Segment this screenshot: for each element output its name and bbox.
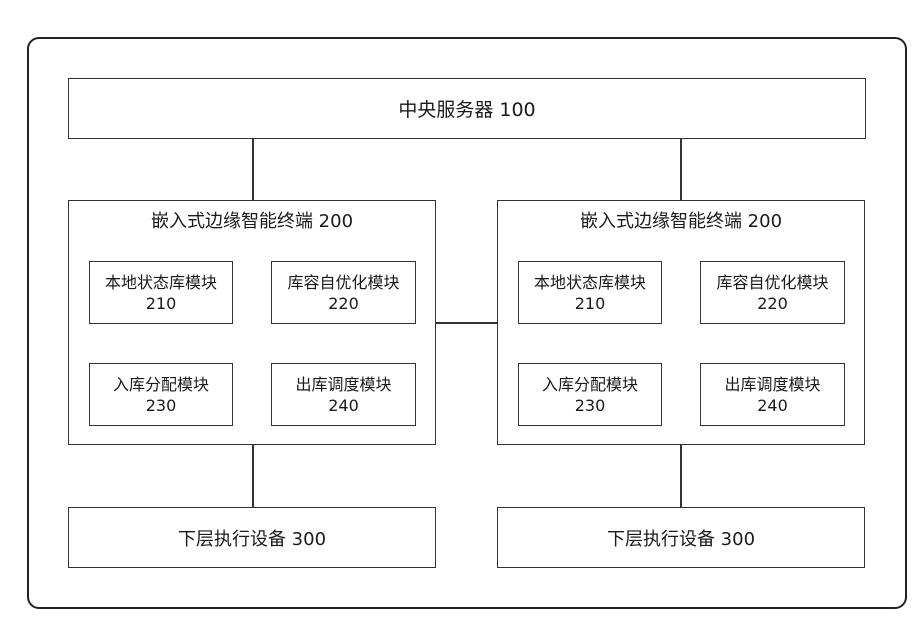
central-server-label: 中央服务器 100 xyxy=(398,95,535,122)
module-capacity-opt-left: 库容自优化模块 220 xyxy=(271,261,416,324)
connector-terminal-device-right xyxy=(680,444,682,508)
module-name: 入库分配模块 xyxy=(113,374,209,395)
module-code: 240 xyxy=(757,395,788,416)
module-name: 入库分配模块 xyxy=(542,374,638,395)
module-name: 出库调度模块 xyxy=(724,374,820,395)
module-outbound-sched-left: 出库调度模块 240 xyxy=(271,363,416,426)
execution-device-right: 下层执行设备 300 xyxy=(497,507,865,568)
module-name: 本地状态库模块 xyxy=(534,272,646,293)
module-code: 210 xyxy=(146,293,177,314)
module-code: 220 xyxy=(757,293,788,314)
module-name: 出库调度模块 xyxy=(295,374,391,395)
module-code: 210 xyxy=(575,293,606,314)
edge-terminal-left-title: 嵌入式边缘智能终端 200 xyxy=(69,207,435,233)
execution-device-right-label: 下层执行设备 300 xyxy=(607,525,755,551)
module-inbound-alloc-left: 入库分配模块 230 xyxy=(89,363,233,426)
module-inbound-alloc-right: 入库分配模块 230 xyxy=(518,363,662,426)
module-code: 240 xyxy=(328,395,359,416)
edge-terminal-left: 嵌入式边缘智能终端 200 本地状态库模块 210 库容自优化模块 220 入库… xyxy=(68,200,436,445)
execution-device-left-label: 下层执行设备 300 xyxy=(178,525,326,551)
edge-terminal-right: 嵌入式边缘智能终端 200 本地状态库模块 210 库容自优化模块 220 入库… xyxy=(497,200,865,445)
module-name: 库容自优化模块 xyxy=(287,272,399,293)
connector-server-terminal-right xyxy=(680,139,682,201)
module-local-state-left: 本地状态库模块 210 xyxy=(89,261,233,324)
connector-server-terminal-left xyxy=(252,139,254,201)
module-local-state-right: 本地状态库模块 210 xyxy=(518,261,662,324)
module-code: 230 xyxy=(146,395,177,416)
connector-terminal-terminal xyxy=(435,322,498,324)
central-server-box: 中央服务器 100 xyxy=(68,78,866,139)
module-outbound-sched-right: 出库调度模块 240 xyxy=(700,363,845,426)
module-code: 220 xyxy=(328,293,359,314)
edge-terminal-right-title: 嵌入式边缘智能终端 200 xyxy=(498,207,864,233)
module-name: 本地状态库模块 xyxy=(105,272,217,293)
module-code: 230 xyxy=(575,395,606,416)
connector-terminal-device-left xyxy=(252,444,254,508)
module-capacity-opt-right: 库容自优化模块 220 xyxy=(700,261,845,324)
module-name: 库容自优化模块 xyxy=(716,272,828,293)
execution-device-left: 下层执行设备 300 xyxy=(68,507,436,568)
